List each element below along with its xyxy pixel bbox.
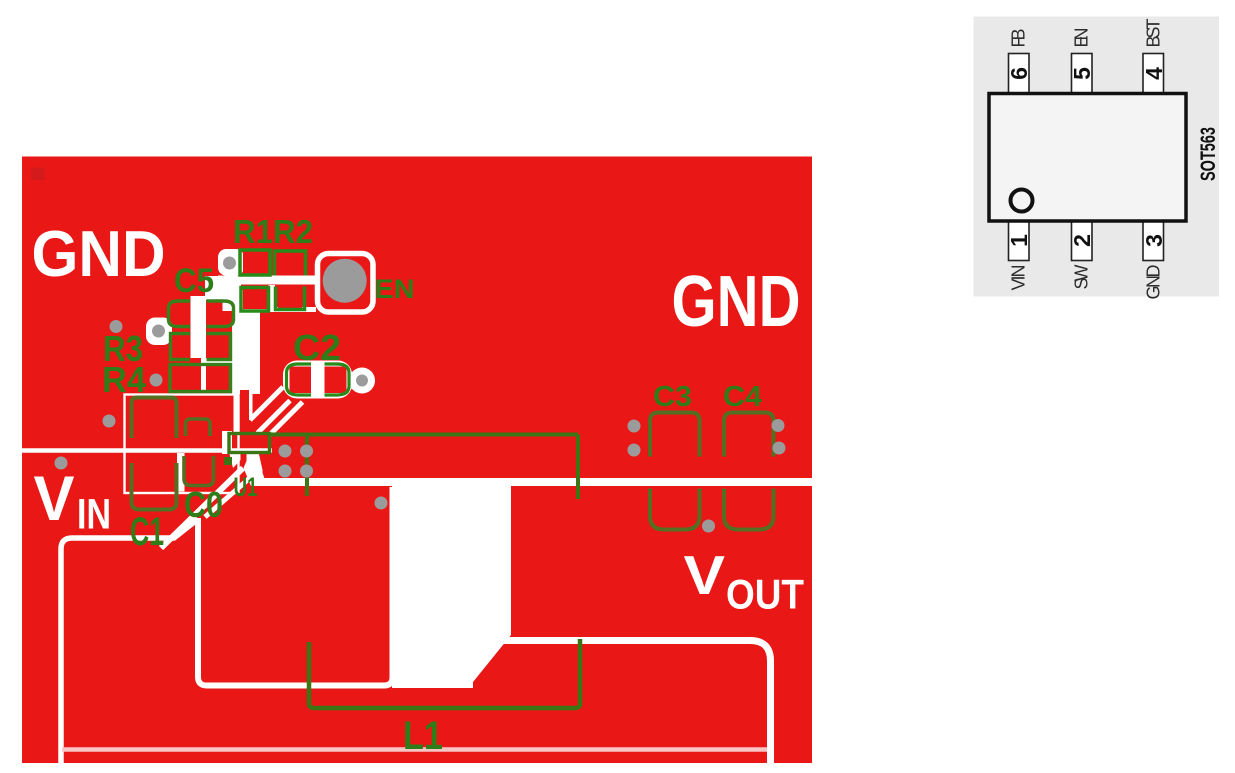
svg-text:C5: C5 bbox=[174, 262, 214, 300]
svg-text:4: 4 bbox=[1141, 67, 1167, 80]
svg-text:3: 3 bbox=[1141, 234, 1167, 247]
svg-text:SOT563: SOT563 bbox=[1196, 127, 1220, 181]
svg-text:GND: GND bbox=[672, 262, 801, 342]
svg-text:R3: R3 bbox=[103, 328, 143, 369]
svg-text:EN: EN bbox=[375, 274, 415, 304]
svg-text:GND: GND bbox=[32, 217, 166, 290]
svg-text:R1R2: R1R2 bbox=[233, 213, 313, 250]
svg-text:FB: FB bbox=[1009, 29, 1029, 48]
svg-text:U1: U1 bbox=[234, 472, 258, 502]
svg-text:V: V bbox=[34, 464, 75, 534]
svg-text:OUT: OUT bbox=[726, 571, 804, 618]
svg-text:C3: C3 bbox=[653, 381, 692, 413]
svg-text:BST: BST bbox=[1144, 19, 1164, 48]
svg-text:IN: IN bbox=[77, 491, 111, 539]
svg-text:C2: C2 bbox=[293, 327, 341, 368]
svg-text:C1: C1 bbox=[130, 510, 164, 554]
svg-text:C0: C0 bbox=[184, 484, 223, 525]
svg-text:2: 2 bbox=[1069, 234, 1095, 247]
svg-text:C4: C4 bbox=[723, 381, 762, 413]
svg-text:5: 5 bbox=[1069, 67, 1095, 80]
svg-text:R4: R4 bbox=[102, 359, 146, 400]
svg-text:VIN: VIN bbox=[1009, 265, 1029, 291]
svg-text:EN: EN bbox=[1072, 28, 1092, 48]
svg-text:L1: L1 bbox=[403, 714, 443, 758]
svg-text:V: V bbox=[684, 544, 726, 606]
svg-text:GND: GND bbox=[1144, 265, 1164, 300]
svg-text:1: 1 bbox=[1006, 234, 1032, 247]
svg-text:6: 6 bbox=[1006, 67, 1032, 80]
svg-text:SW: SW bbox=[1072, 265, 1092, 290]
